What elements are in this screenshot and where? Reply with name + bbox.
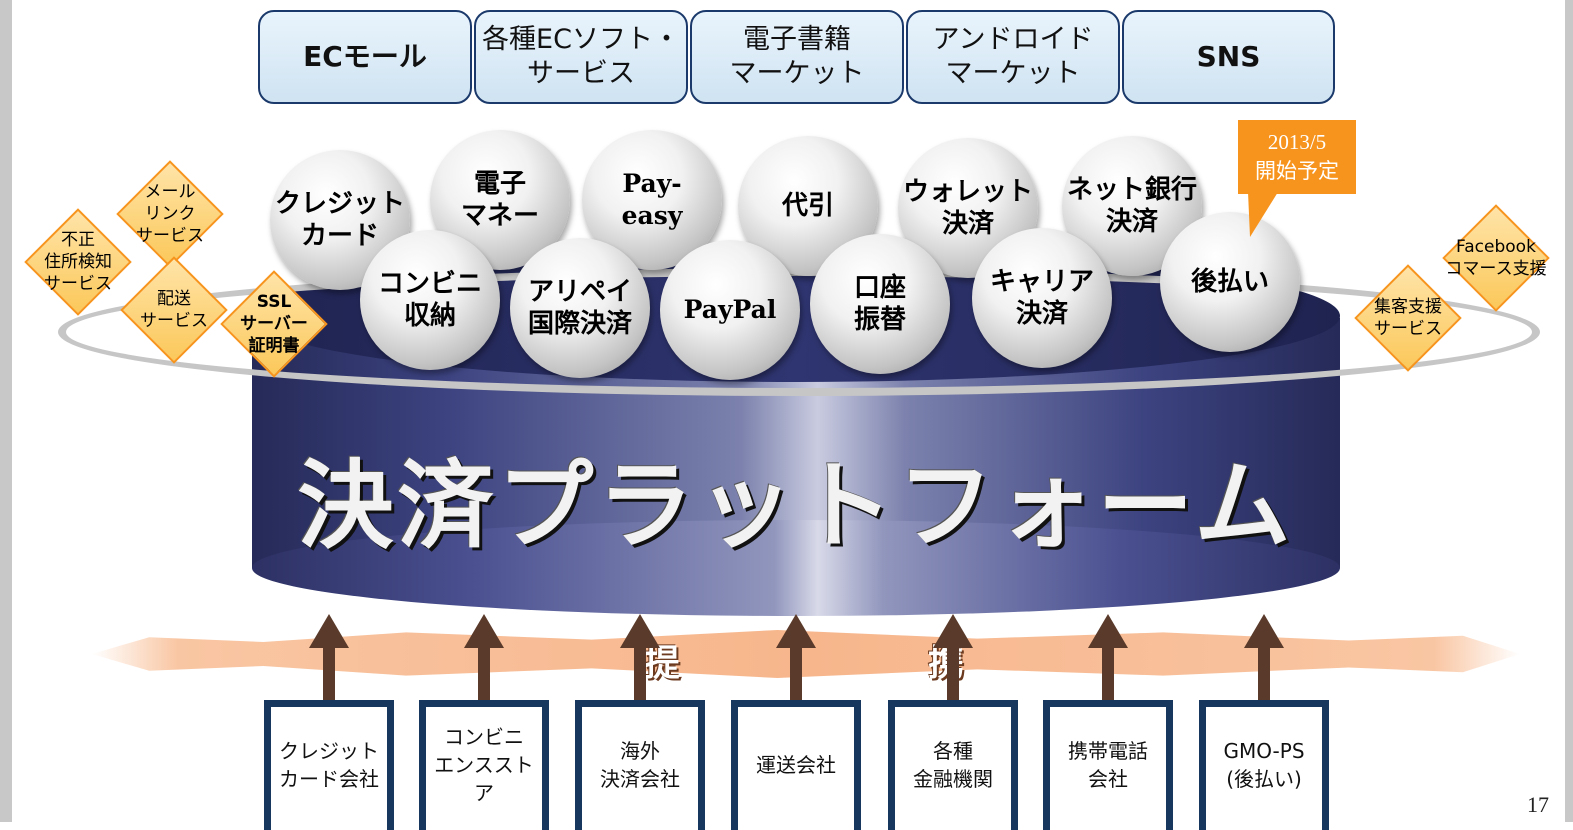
- partnership-char-1: 提: [644, 643, 681, 684]
- partner-gmo-ps: GMO-PS (後払い): [1199, 700, 1329, 830]
- diamond-fraud-address: 不正 住所検知 サービス: [24, 208, 132, 316]
- diamond-facebook-commerce-label: Facebook コマース支援: [1445, 237, 1547, 279]
- partner-convenience-store: コンビニ エンスストア: [419, 700, 549, 830]
- channel-ec-mall: ECモール: [258, 10, 472, 104]
- diamond-delivery-label: 配送 サービス: [140, 289, 208, 331]
- channel-ec-software: 各種ECソフト・ サービス: [474, 10, 688, 104]
- arrow-up-icon: [776, 614, 816, 706]
- diamond-facebook-commerce: Facebook コマース支援: [1442, 204, 1550, 312]
- sales-channels: ECモール 各種ECソフト・ サービス 電子書籍 マーケット アンドロイド マー…: [258, 10, 1335, 106]
- diamond-mail-link-label: メール リンク サービス: [136, 182, 204, 246]
- sphere-deferred-payment: 後払い: [1160, 212, 1300, 352]
- left-frame-border: [0, 0, 12, 822]
- right-frame-border: [1565, 0, 1573, 822]
- arrow-up-icon: [464, 614, 504, 706]
- partner-overseas-payment: 海外 決済会社: [575, 700, 705, 830]
- sphere-bank-transfer: 口座 振替: [810, 234, 950, 374]
- sphere-wallet-payment: ウォレット 決済: [898, 138, 1038, 278]
- diamond-customer-acquisition-label: 集客支援 サービス: [1374, 297, 1442, 339]
- arrow-up-icon: [620, 614, 660, 706]
- start-date-callout: 2013/5 開始予定: [1238, 120, 1356, 194]
- arrow-up-icon: [933, 614, 973, 706]
- diamond-mail-link: メール リンク サービス: [116, 160, 224, 268]
- sphere-paypal: PayPal: [660, 240, 800, 380]
- partner-shipping-company: 運送会社: [731, 700, 861, 830]
- arrow-up-icon: [1088, 614, 1128, 706]
- callout-tail: [1248, 192, 1278, 237]
- partner-credit-card-company: クレジット カード会社: [264, 700, 394, 830]
- sphere-net-bank-payment: ネット銀行 決済: [1062, 136, 1202, 276]
- partner-financial-institutions: 各種 金融機関: [888, 700, 1018, 830]
- channel-ebook-market: 電子書籍 マーケット: [690, 10, 904, 104]
- diamond-delivery: 配送 サービス: [120, 256, 228, 364]
- diamond-customer-acquisition: 集客支援 サービス: [1354, 264, 1462, 372]
- platform-cylinder-base: [252, 520, 1340, 616]
- sphere-convenience-store: コンビニ 収納: [360, 230, 500, 370]
- channel-android-market: アンドロイド マーケット: [906, 10, 1120, 104]
- sphere-carrier-payment: キャリア 決済: [972, 228, 1112, 368]
- diamond-fraud-address-label: 不正 住所検知 サービス: [44, 230, 112, 294]
- channel-sns: SNS: [1122, 10, 1335, 104]
- arrow-up-icon: [309, 614, 349, 706]
- diamond-ssl: SSL サーバー 証明書: [220, 270, 328, 378]
- page-number: 17: [1527, 792, 1549, 817]
- diamond-ssl-label: SSL サーバー 証明書: [240, 292, 308, 356]
- platform-title: 決済プラットフォーム: [297, 450, 1295, 562]
- arrow-up-icon: [1244, 614, 1284, 706]
- partner-mobile-carrier: 携帯電話 会社: [1043, 700, 1173, 830]
- sphere-alipay: アリペイ 国際決済: [510, 238, 650, 378]
